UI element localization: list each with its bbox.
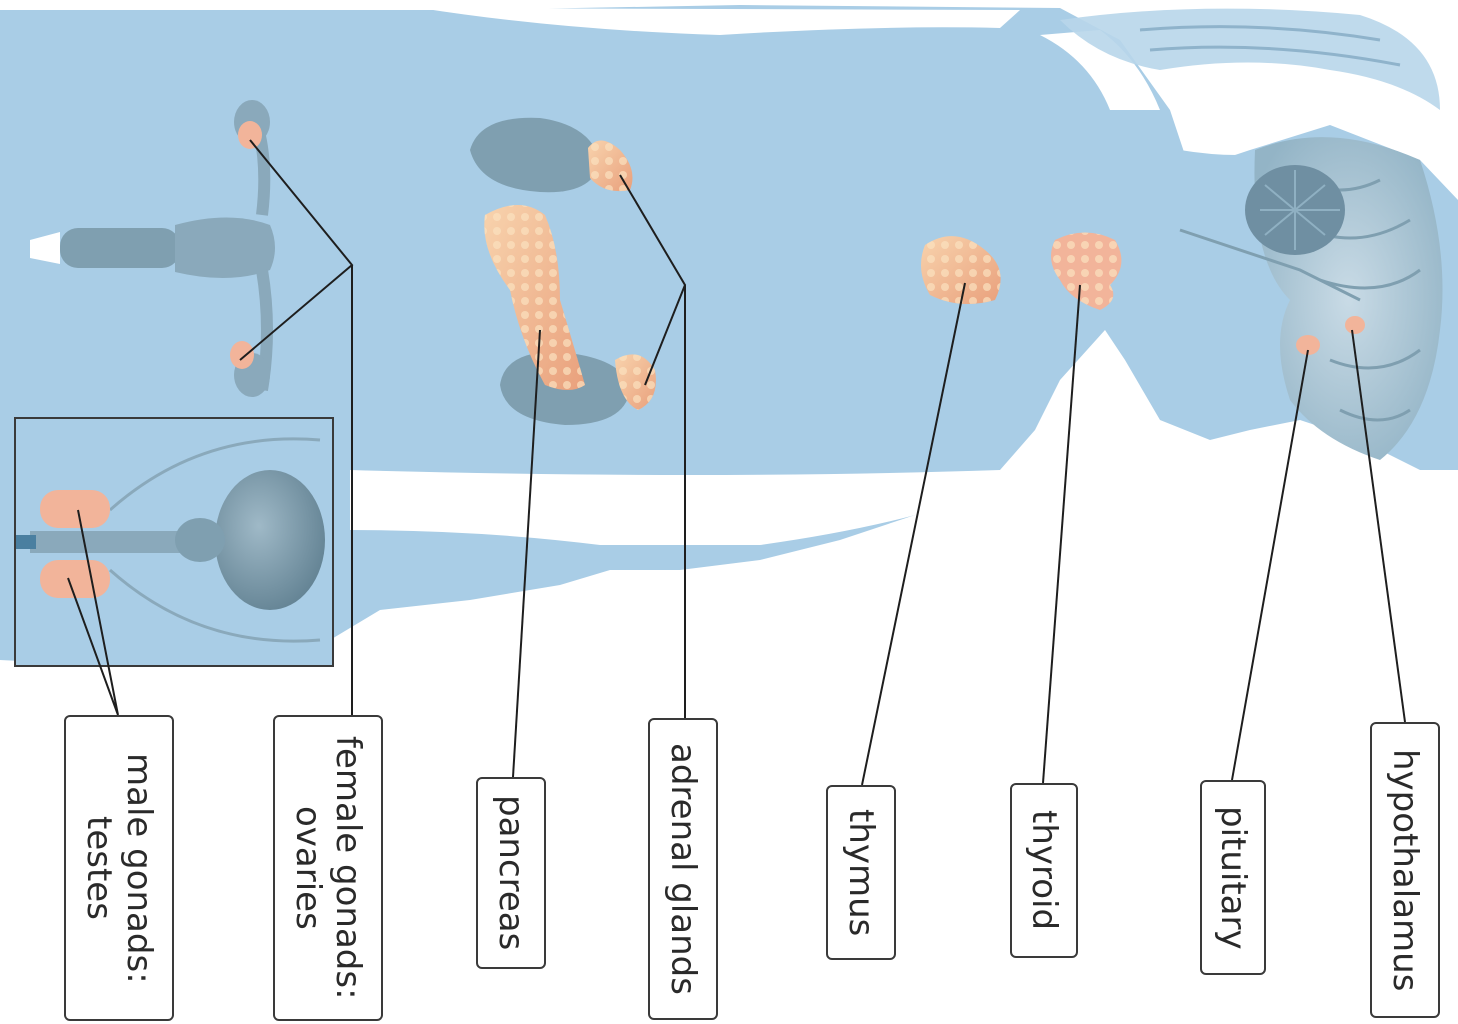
label-text: pancreas [491, 795, 531, 950]
label-adrenal-glands: adrenal glands [648, 718, 718, 1020]
label-text: thyroid [1024, 810, 1064, 930]
label-text: hypothalamus [1385, 749, 1425, 991]
label-female-gonads-title: female gonads: [328, 736, 368, 1000]
label-text: pituitary [1213, 806, 1253, 950]
label-male-gonads-sub: testes [79, 816, 119, 920]
label-hypothalamus: hypothalamus [1370, 722, 1440, 1018]
label-female-gonads-sub: ovaries [288, 806, 328, 930]
label-thyroid: thyroid [1010, 783, 1078, 958]
label-pituitary: pituitary [1200, 780, 1266, 975]
label-text: adrenal glands [663, 743, 703, 995]
label-thymus: thymus [826, 785, 896, 960]
label-pancreas: pancreas [476, 777, 546, 969]
label-text: thymus [841, 809, 881, 936]
label-female-gonads: female gonads: ovaries [273, 715, 383, 1021]
male-inset [15, 418, 333, 666]
label-male-gonads: male gonads: testes [64, 715, 174, 1021]
label-male-gonads-title: male gonads: [119, 753, 159, 984]
